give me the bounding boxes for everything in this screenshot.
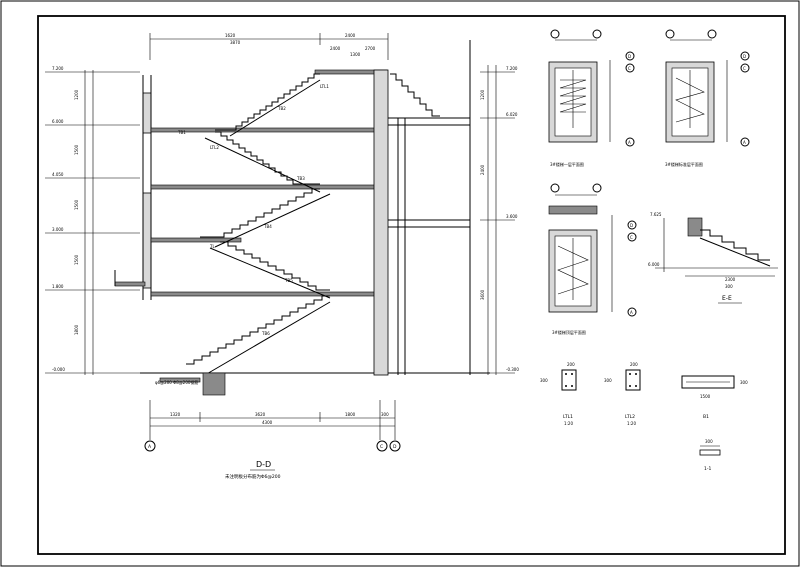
detail-1-1: 300 1-1 <box>699 439 721 472</box>
label-ltl1: LTL1 <box>320 84 329 89</box>
section-subtitle: 未注明板分布筋为Φ6@200 <box>225 473 281 480</box>
section-title: D-D <box>256 460 271 469</box>
left-dim-3: 1500 <box>74 199 79 210</box>
plan2-title: 3#楼梯标准层平面图 <box>665 161 703 167</box>
plan-3: D C A 3#楼梯顶层平面图 <box>548 183 637 335</box>
ltl2-scale: 1:20 <box>627 421 636 426</box>
top-dim-3: 2400 <box>345 33 356 38</box>
label-tb3: TB3 <box>296 176 305 181</box>
top-dim-6: 1300 <box>350 52 361 57</box>
section-ee: 7.625 6.000 2300 300 E-E <box>648 212 778 304</box>
ltl1-dim: 200 <box>567 362 575 367</box>
detail-ltl1: 200 300 LTL1 1:20 <box>540 362 577 426</box>
left-dim-4: 1500 <box>74 254 79 265</box>
right-dim-3: 3600 <box>480 289 485 300</box>
label-tb5: TB5 <box>284 278 293 283</box>
bottom-dim-4: 300 <box>381 412 389 417</box>
ee-dim-2: 300 <box>725 284 733 289</box>
left-level-6: -0.000 <box>52 367 65 372</box>
top-dim-4: 2400 <box>330 46 341 51</box>
b1-dim: 1500 <box>700 394 711 399</box>
bottom-dim-7: 4300 <box>262 420 273 425</box>
label-tb1: TB1 <box>177 130 186 135</box>
detail11-dim: 300 <box>705 439 713 444</box>
b1-dim-side: 300 <box>740 380 748 385</box>
label-tb2: TB2 <box>277 106 286 111</box>
label-tl: TL <box>209 244 215 249</box>
left-level-marks <box>45 71 140 374</box>
plan2-axis-c: C <box>743 66 746 71</box>
plan3-axis-c: C <box>630 235 633 240</box>
right-level-1: 7.200 <box>506 66 518 71</box>
label-tb6: TB6 <box>261 331 270 336</box>
plan1-axis-d: D <box>628 54 631 59</box>
detail-ltl2: 200 300 LTL2 1:20 <box>604 362 641 426</box>
left-level-1: 7.200 <box>52 66 64 71</box>
bottom-dim-1: 1320 <box>170 412 181 417</box>
plan2-axis-a: A <box>743 140 746 145</box>
ee-level-bottom: 6.000 <box>648 262 660 267</box>
right-level-3: 3.600 <box>506 214 518 219</box>
stair-flights <box>186 73 331 376</box>
ltl2-title: LTL2 <box>625 414 635 420</box>
left-dim-5: 1800 <box>74 324 79 335</box>
b1-title: B1 <box>703 414 709 420</box>
axis-c: C <box>380 444 383 450</box>
plan3-axis-d: D <box>630 223 633 228</box>
ltl2-dim-side: 300 <box>604 378 612 383</box>
right-level-2: 6.020 <box>506 112 518 117</box>
detail-b1: 1500 300 B1 <box>681 375 748 420</box>
ltl1-dim-side: 300 <box>540 378 548 383</box>
bottom-dim-3: 1800 <box>345 412 356 417</box>
axis-d: D <box>393 444 397 450</box>
main-section: 1620 3870 2400 2400 2700 1300 7.200 6.00… <box>45 33 519 480</box>
plan2-axis-d: D <box>743 54 746 59</box>
inner-frame <box>37 15 786 555</box>
ltl1-title: LTL1 <box>563 414 573 420</box>
label-tb4: TB4 <box>263 224 272 229</box>
top-dim-5: 2700 <box>365 46 376 51</box>
axis-a: A <box>148 444 152 450</box>
left-level-3: 4.050 <box>52 172 64 177</box>
plan3-title: 3#楼梯顶层平面图 <box>552 329 586 335</box>
plan-1: D C A 3#楼梯一层平面图 <box>548 29 635 167</box>
right-dim-1: 1200 <box>480 89 485 100</box>
top-dim-2: 3870 <box>230 40 241 45</box>
left-dim-2: 1500 <box>74 144 79 155</box>
plan3-axis-a: A <box>630 310 633 315</box>
right-level-4: -0.300 <box>506 367 519 372</box>
plan-2: D C A 3#楼梯标准层平面图 <box>665 29 750 167</box>
ltl1-scale: 1:20 <box>564 421 573 426</box>
label-ltl2: LTL2 <box>210 145 219 150</box>
ee-dim-1: 2300 <box>725 277 736 282</box>
plan1-axis-c: C <box>628 66 631 71</box>
bottom-dim-2: 3620 <box>255 412 266 417</box>
top-dim-1: 1620 <box>225 33 236 38</box>
bottom-note: φ6@200 Φ8@200钢筋 <box>155 379 198 385</box>
left-level-4: 3.000 <box>52 227 64 232</box>
plan1-axis-a: A <box>628 140 631 145</box>
ee-title: E-E <box>722 295 732 302</box>
detail11-title: 1-1 <box>704 466 711 472</box>
ee-level-top: 7.625 <box>650 212 662 217</box>
right-dim-2: 2400 <box>480 164 485 175</box>
left-dim-1: 1200 <box>74 89 79 100</box>
plan1-title: 3#楼梯一层平面图 <box>550 161 584 167</box>
ltl2-dim: 200 <box>630 362 638 367</box>
left-level-2: 6.000 <box>52 119 64 124</box>
left-level-5: 1.800 <box>52 284 64 289</box>
